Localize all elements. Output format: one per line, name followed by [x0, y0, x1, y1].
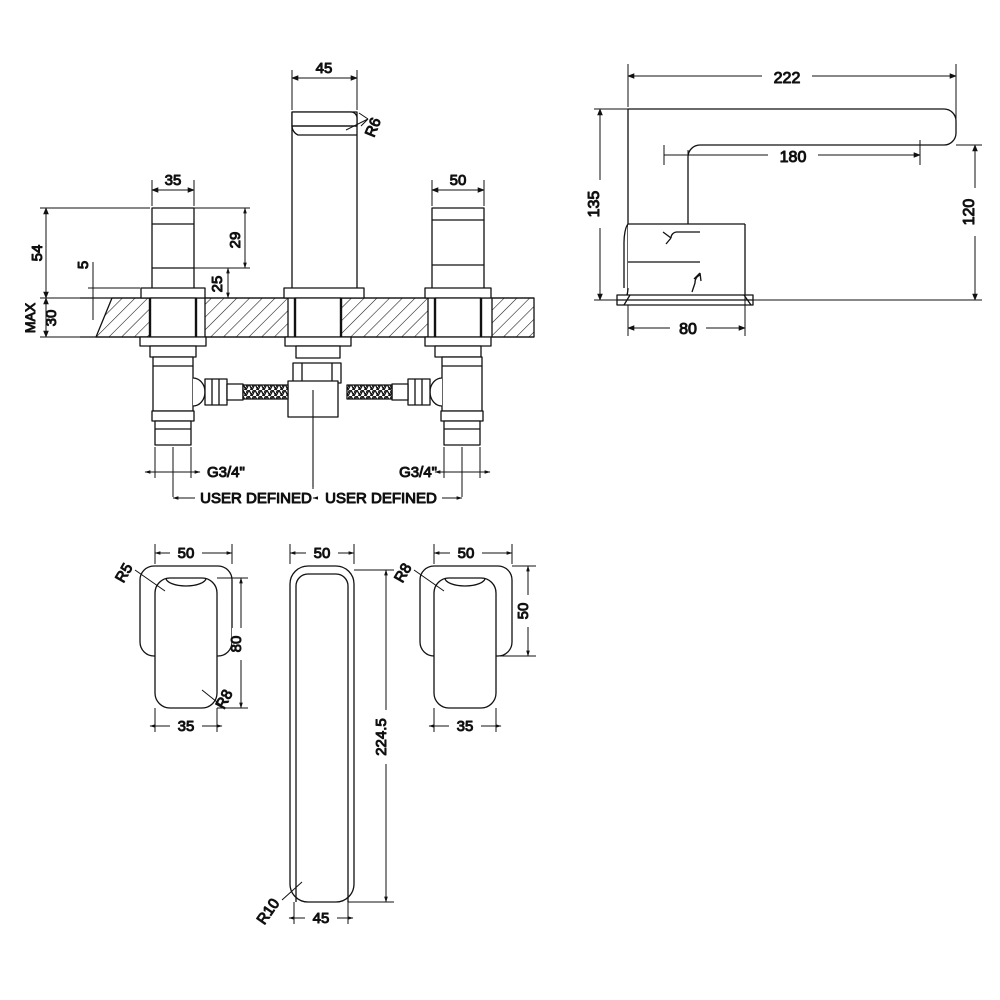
dim-plan-right-50w: 50	[458, 545, 475, 562]
left-handle-elevation	[139, 207, 244, 446]
plan-spout-dimensions: 50 224.5 45 R10	[253, 544, 396, 928]
dim-user-defined-left: USER DEFINED	[200, 490, 312, 507]
dim-plan-spout-45: 45	[313, 910, 330, 927]
right-handle-elevation	[391, 207, 492, 446]
dim-plan-left-80: 80	[228, 636, 245, 653]
dim-depth-80: 80	[679, 321, 697, 338]
dim-overall-height-54: 54	[29, 245, 46, 262]
dim-plate-thickness-5: 5	[75, 261, 92, 269]
dim-height-135: 135	[586, 191, 603, 218]
plan-left-handle-view: 50 R5 80 35 R8	[112, 544, 250, 736]
plan-right-handle-view: 50 R8 50 35	[391, 544, 537, 736]
side-elevation-view: 222 180 135 120 80	[586, 64, 984, 339]
dim-right-handle-width: 50	[450, 172, 467, 189]
dim-plan-right-35: 35	[457, 718, 474, 735]
dim-reach-222: 222	[774, 70, 801, 87]
front-elevation-view: 45 R6 35 50 54 5	[22, 60, 535, 508]
dim-plan-left-35: 35	[178, 718, 195, 735]
dim-plan-spout-224-5: 224.5	[373, 718, 390, 756]
braided-hose-right	[346, 384, 393, 400]
dim-user-defined-right: USER DEFINED	[325, 490, 437, 507]
dim-plan-spout-r10: R10	[254, 896, 284, 928]
dim-reach-180: 180	[780, 149, 807, 166]
dim-plan-right-50d: 50	[515, 603, 532, 620]
dim-max-deck-30: 30	[43, 310, 60, 327]
dim-thread-left: G3/4"	[207, 464, 245, 481]
dim-spout-radius: R6	[362, 115, 385, 139]
dim-handle-25: 25	[209, 276, 226, 293]
spout-elevation	[283, 111, 365, 487]
dim-height-120: 120	[961, 199, 978, 226]
dim-spout-width: 45	[316, 60, 333, 77]
dim-plan-left-50: 50	[178, 545, 195, 562]
front-dimensions: 45 R6 35 50 54 5	[22, 60, 491, 508]
side-dimensions: 222 180 135 120 80	[586, 64, 984, 339]
plan-spout-view: 50 224.5 45 R10	[253, 544, 396, 928]
dim-handle-29: 29	[227, 232, 244, 249]
dim-left-handle-width: 35	[165, 172, 182, 189]
dim-max-label: MAX	[22, 302, 38, 333]
dim-plan-right-r8: R8	[391, 561, 415, 586]
dim-plan-left-r5: R5	[112, 561, 136, 586]
braided-hose-left	[242, 384, 289, 400]
dim-thread-right: G3/4"	[399, 464, 437, 481]
dim-plan-spout-50: 50	[314, 545, 331, 562]
